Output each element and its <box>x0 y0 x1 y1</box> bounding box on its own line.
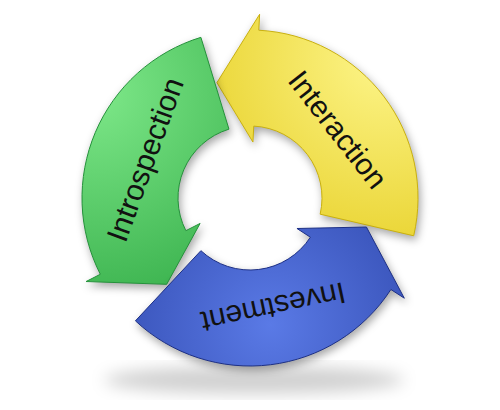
arrow-body <box>82 37 229 284</box>
arrow-body <box>135 227 404 366</box>
arrow-body <box>217 14 418 236</box>
floor-shadow <box>104 366 404 394</box>
